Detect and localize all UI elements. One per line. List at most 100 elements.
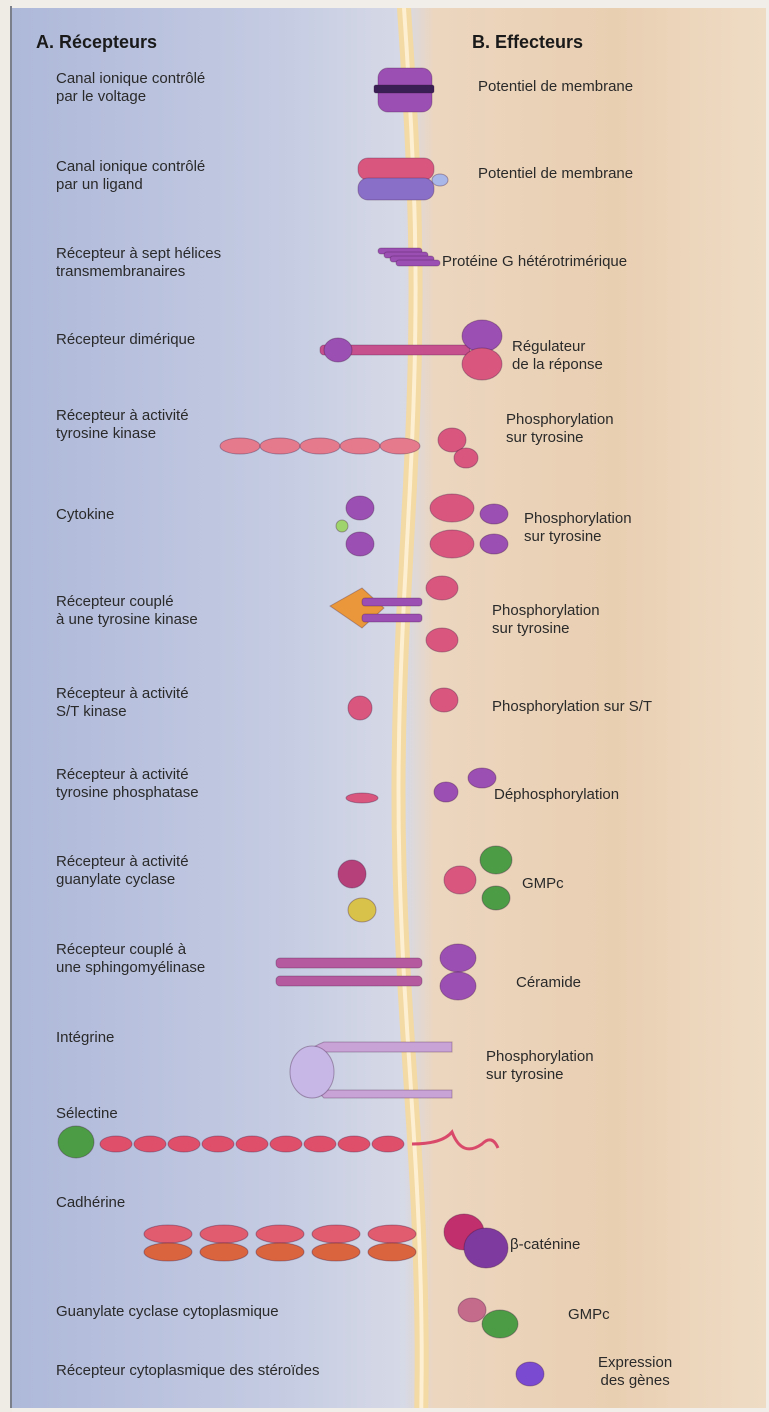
gc-cyclase-domain xyxy=(444,866,476,894)
cadherin-repeat-b xyxy=(256,1243,304,1261)
rtk-extracellular-domain xyxy=(340,438,380,454)
effector-label-cgmp-2: GMPc xyxy=(568,1306,610,1324)
receptor-label-coupled-tyrosine-kinase: Récepteur couplé à une tyrosine kinase xyxy=(56,593,198,629)
receptor-label-tyrosine-phosphatase: Récepteur à activité tyrosine phosphatas… xyxy=(56,766,199,802)
effector-label-membrane-potential-2: Potentiel de membrane xyxy=(478,165,633,183)
receptor-label-voltage-channel: Canal ionique contrôlé par le voltage xyxy=(56,70,205,106)
effector-label-dephosphorylation: Déphosphorylation xyxy=(494,786,619,804)
cytoplasmic-gc-b xyxy=(482,1310,518,1338)
st-kinase-receptor xyxy=(348,696,372,720)
cadherin-repeat-a xyxy=(200,1225,248,1243)
cytokine-receptor-a xyxy=(346,496,374,520)
cadherin-repeat-b xyxy=(312,1243,360,1261)
receptor-label-tyrosine-kinase: Récepteur à activité tyrosine kinase xyxy=(56,407,189,443)
jak-kinase-a xyxy=(430,494,474,522)
ligand-channel-top xyxy=(358,158,434,180)
receptor-label-selectin: Sélectine xyxy=(56,1105,118,1123)
cadherin-repeat-b xyxy=(144,1243,192,1261)
integrin-head xyxy=(290,1046,334,1098)
gc-green-domain-a xyxy=(480,846,512,874)
seven-helix-segment xyxy=(396,260,440,266)
coupled-tk-kinase-a xyxy=(426,576,458,600)
selectin-repeat xyxy=(168,1136,200,1152)
gc-ligand xyxy=(348,898,376,922)
voltage-channel-pore xyxy=(374,85,434,93)
selectin-repeat xyxy=(100,1136,132,1152)
receptor-label-seven-helix: Récepteur à sept hélices transmembranair… xyxy=(56,245,221,281)
rtk-extracellular-domain xyxy=(260,438,300,454)
sphingo-receptor-b xyxy=(276,976,422,986)
effectors-header: B. Effecteurs xyxy=(472,32,583,53)
cadherin-repeat-b xyxy=(368,1243,416,1261)
selectin-lectin-domain xyxy=(58,1126,94,1158)
effector-label-gene-expression: Expression des gènes xyxy=(598,1354,672,1390)
receptor-label-cytokine: Cytokine xyxy=(56,506,114,524)
cytoplasmic-gc-a xyxy=(458,1298,486,1322)
effector-label-response-regulator: Régulateur de la réponse xyxy=(512,338,603,374)
rtk-extracellular-domain xyxy=(380,438,420,454)
selectin-repeat xyxy=(134,1136,166,1152)
receptor-label-cytoplasmic-guanylate-cyclase: Guanylate cyclase cytoplasmique xyxy=(56,1303,279,1321)
gc-ligand-domain xyxy=(338,860,366,888)
sphingo-domain-a xyxy=(440,944,476,972)
effector-label-cgmp-1: GMPc xyxy=(522,875,564,893)
receptor-label-cadherin: Cadhérine xyxy=(56,1194,125,1212)
receptor-label-integrin: Intégrine xyxy=(56,1029,114,1047)
phosphatase-extracellular xyxy=(346,793,378,803)
selectin-tail xyxy=(412,1132,498,1149)
cadherin-repeat-a xyxy=(368,1225,416,1243)
sphingo-domain-b xyxy=(440,972,476,1000)
phosphatase-domain-a xyxy=(434,782,458,802)
effector-label-beta-catenin: β-caténine xyxy=(510,1236,580,1254)
effector-label-ceramide: Céramide xyxy=(516,974,581,992)
illustration-panel: A. Récepteurs B. Effecteurs Canal ioniqu… xyxy=(12,8,766,1408)
cadherin-repeat-a xyxy=(144,1225,192,1243)
rtk-extracellular-domain xyxy=(300,438,340,454)
receptors-header: A. Récepteurs xyxy=(36,32,157,53)
dimeric-receptor-domain-a xyxy=(462,320,502,352)
sphingo-receptor-a xyxy=(276,958,422,968)
selectin-repeat xyxy=(270,1136,302,1152)
effector-label-phosphorylation-tyr-2: Phosphorylation sur tyrosine xyxy=(524,510,632,546)
steroid-receptor xyxy=(516,1362,544,1386)
effector-label-phosphorylation-tyr-1: Phosphorylation sur tyrosine xyxy=(506,411,614,447)
receptor-label-guanylate-cyclase: Récepteur à activité guanylate cyclase xyxy=(56,853,189,889)
effector-label-phosphorylation-st: Phosphorylation sur S/T xyxy=(492,698,652,716)
effector-label-membrane-potential-1: Potentiel de membrane xyxy=(478,78,633,96)
coupled-tk-receptor-a xyxy=(362,598,422,606)
cytokine-ligand xyxy=(336,520,348,532)
dimeric-receptor-extracellular xyxy=(324,338,352,362)
phosphatase-domain-b xyxy=(468,768,496,788)
rtk-kinase-domain-b xyxy=(454,448,478,468)
coupled-tk-receptor-b xyxy=(362,614,422,622)
st-kinase-domain xyxy=(430,688,458,712)
receptor-label-ligand-channel: Canal ionique contrôlé par un ligand xyxy=(56,158,205,194)
receptor-label-sphingomyelinase: Récepteur couplé à une sphingomyélinase xyxy=(56,941,205,977)
catenin-domain-b xyxy=(464,1228,508,1268)
selectin-repeat xyxy=(202,1136,234,1152)
cadherin-repeat-b xyxy=(200,1243,248,1261)
ligand-channel-bottom xyxy=(358,178,434,200)
effector-label-g-protein: Protéine G hétérotrimérique xyxy=(442,253,627,271)
receptor-label-dimeric: Récepteur dimérique xyxy=(56,331,195,349)
effector-label-phosphorylation-tyr-3: Phosphorylation sur tyrosine xyxy=(492,602,600,638)
receptor-label-steroid: Récepteur cytoplasmique des stéroïdes xyxy=(56,1362,319,1380)
selectin-repeat xyxy=(236,1136,268,1152)
cadherin-repeat-a xyxy=(312,1225,360,1243)
selectin-repeat xyxy=(338,1136,370,1152)
cadherin-repeat-a xyxy=(256,1225,304,1243)
rtk-extracellular-domain xyxy=(220,438,260,454)
effector-label-phosphorylation-tyr-4: Phosphorylation sur tyrosine xyxy=(486,1048,594,1084)
receptor-label-st-kinase: Récepteur à activité S/T kinase xyxy=(56,685,189,721)
dimeric-receptor-domain-b xyxy=(462,348,502,380)
coupled-tk-kinase-b xyxy=(426,628,458,652)
jak-kinase-c xyxy=(480,504,508,524)
selectin-repeat xyxy=(372,1136,404,1152)
cytokine-receptor-b xyxy=(346,532,374,556)
selectin-repeat xyxy=(304,1136,336,1152)
jak-kinase-d xyxy=(480,534,508,554)
gc-green-domain-b xyxy=(482,886,510,910)
jak-kinase-b xyxy=(430,530,474,558)
ligand-channel-ligand xyxy=(432,174,448,186)
